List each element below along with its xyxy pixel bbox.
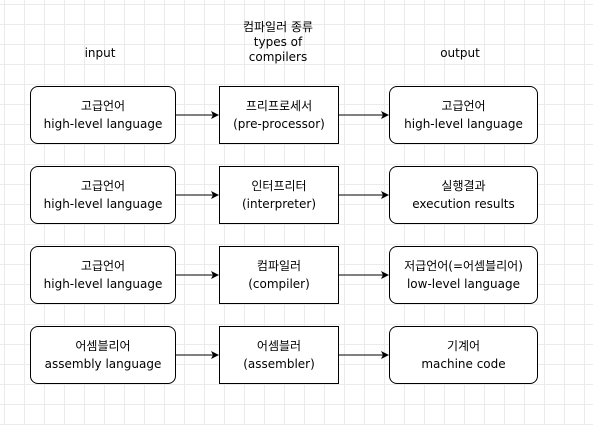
output-node-2-label-ko: 실행결과 — [441, 179, 486, 193]
process-node-2[interactable]: 인터프리터 (interpreter) — [219, 166, 339, 224]
input-node-1-label-ko: 고급언어 — [80, 99, 126, 113]
output-node-4-label-en: machine code — [421, 357, 506, 371]
output-node-1-label-ko: 고급언어 — [441, 99, 486, 113]
process-node-4-label-ko: 어셈블러 — [256, 339, 302, 353]
input-node-2-label-ko: 고급언어 — [80, 179, 126, 193]
input-node-3-label-ko: 고급언어 — [80, 259, 126, 273]
input-column-header: input — [84, 46, 116, 60]
input-node-1[interactable]: 고급언어 high-level language — [30, 86, 176, 144]
output-node-3[interactable]: 저급언어(=어셈블리어) low-level language — [389, 246, 538, 304]
output-node-1-label-en: high-level language — [404, 117, 523, 131]
input-node-3[interactable]: 고급언어 high-level language — [30, 246, 176, 304]
process-node-3[interactable]: 컴파일러 (compiler) — [219, 246, 339, 304]
diagram-title-line3: compilers — [248, 50, 308, 64]
output-node-2[interactable]: 실행결과 execution results — [389, 166, 538, 224]
diagram-title-line1: 컴파일러 종류 — [242, 20, 314, 34]
input-node-4-label-ko: 어셈블리어 — [75, 339, 131, 353]
diagram-title-line2: types of — [253, 35, 303, 49]
process-node-1-label-en: (pre-processor) — [233, 117, 325, 131]
input-node-3-label-en: high-level language — [43, 277, 163, 291]
process-node-1-label-ko: 프리프로세서 — [245, 99, 313, 113]
process-node-4-label-en: (assembler) — [243, 357, 315, 371]
output-column-header: output — [440, 46, 480, 60]
input-node-2-label-en: high-level language — [43, 197, 163, 211]
diagram-title: 컴파일러 종류 types of compilers — [218, 20, 338, 65]
process-node-3-label-ko: 컴파일러 — [256, 259, 302, 273]
output-node-4[interactable]: 기계어 machine code — [389, 326, 538, 384]
input-node-4-label-en: assembly language — [44, 357, 162, 371]
output-node-3-label-en: low-level language — [406, 277, 521, 291]
output-node-3-label-ko: 저급언어(=어셈블리어) — [404, 259, 523, 273]
process-node-1[interactable]: 프리프로세서 (pre-processor) — [219, 86, 339, 144]
process-node-4[interactable]: 어셈블러 (assembler) — [219, 326, 339, 384]
process-node-2-label-en: (interpreter) — [241, 197, 316, 211]
input-node-4[interactable]: 어셈블리어 assembly language — [30, 326, 176, 384]
output-node-4-label-ko: 기계어 — [446, 339, 481, 353]
process-node-2-label-ko: 인터프리터 — [251, 179, 307, 193]
process-node-3-label-en: (compiler) — [248, 277, 310, 291]
output-node-2-label-en: execution results — [412, 197, 515, 211]
input-node-1-label-en: high-level language — [43, 117, 163, 131]
input-node-2[interactable]: 고급언어 high-level language — [30, 166, 176, 224]
output-node-1[interactable]: 고급언어 high-level language — [389, 86, 538, 144]
